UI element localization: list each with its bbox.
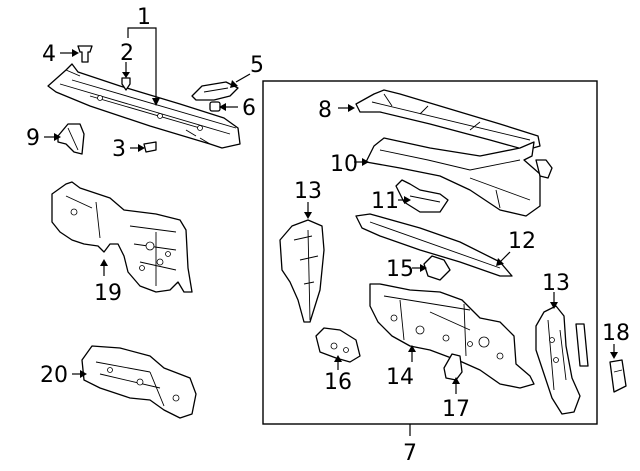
- part-15-clip: [423, 255, 451, 281]
- part-17-bracket: [443, 353, 463, 381]
- part-12-crossbar: [355, 213, 513, 277]
- leader-5: [235, 73, 251, 83]
- leader-1: [140, 27, 157, 100]
- callout-15: 15: [386, 257, 414, 282]
- part-18-bracket: [609, 359, 627, 393]
- part-5-bracket: [191, 81, 239, 101]
- leader-1b: [127, 27, 140, 38]
- group-box-7: [262, 80, 598, 425]
- callout-1: 1: [137, 5, 151, 30]
- callout-12: 12: [508, 229, 536, 254]
- callout-8: 8: [318, 98, 332, 123]
- callout-4: 4: [42, 42, 56, 67]
- part-20-insulator: [81, 345, 197, 419]
- part-6-nut: [209, 101, 221, 112]
- callout-16: 16: [324, 370, 352, 395]
- callout-13b: 13: [542, 271, 570, 296]
- callout-5: 5: [250, 53, 264, 78]
- callout-7: 7: [403, 441, 417, 466]
- callout-13a: 13: [294, 179, 322, 204]
- callout-14: 14: [386, 365, 414, 390]
- part-1-cowl-panel: [47, 63, 241, 149]
- callout-9: 9: [26, 126, 40, 151]
- leader-12: [499, 251, 511, 263]
- callout-19: 19: [94, 281, 122, 306]
- callout-10: 10: [330, 152, 358, 177]
- part-19-dash-panel: [51, 181, 193, 293]
- part-13-right-pillar: [535, 305, 589, 415]
- callout-17: 17: [442, 397, 470, 422]
- part-11-bracket: [395, 179, 449, 213]
- part-14-dash-panel: [369, 283, 535, 389]
- part-8-upper-cowl: [355, 89, 541, 151]
- callout-6: 6: [242, 96, 256, 121]
- callout-3: 3: [112, 137, 126, 162]
- callout-11: 11: [371, 189, 399, 214]
- part-9-seal: [57, 123, 85, 155]
- callout-20: 20: [40, 363, 68, 388]
- part-13-left-pillar: [279, 219, 325, 323]
- part-3-clip: [143, 141, 157, 153]
- part-10-plenum: [365, 137, 553, 217]
- part-16-bracket: [315, 327, 361, 363]
- callout-18: 18: [602, 321, 630, 346]
- part-2-bolt: [121, 77, 131, 91]
- callout-2: 2: [120, 41, 134, 66]
- part-4-clip: [77, 45, 93, 63]
